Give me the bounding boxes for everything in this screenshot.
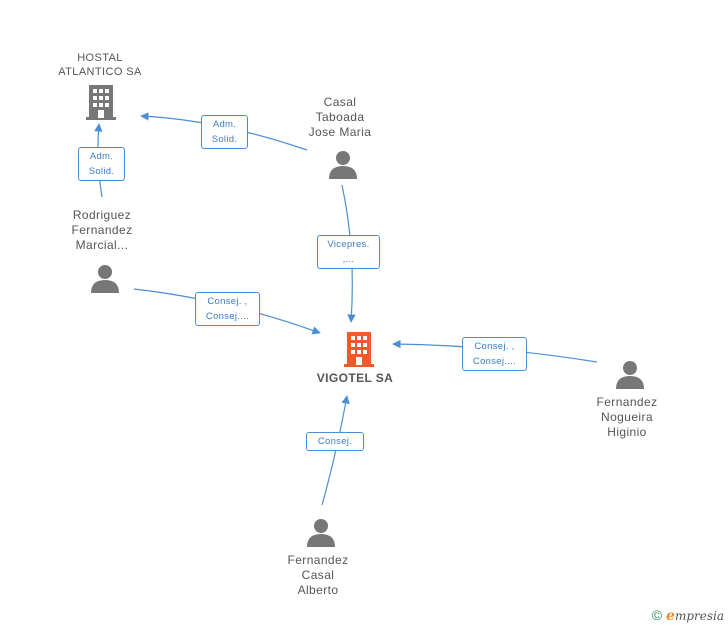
building-icon[interactable] <box>86 85 116 120</box>
edge-label-alberto-vigotel[interactable]: Consej. <box>306 432 364 451</box>
edge-label-nogueira-vigotel[interactable]: Consej. , Consej.... <box>462 337 527 371</box>
brand-logo: empresia <box>666 608 724 624</box>
node-label-vigotel[interactable]: VIGOTEL SA <box>316 371 394 385</box>
edge-label-casal-hostal[interactable]: Adm. Solid. <box>201 115 248 149</box>
person-icon-casal[interactable] <box>329 151 357 179</box>
edge-alberto-vigotel <box>321 395 350 506</box>
person-icon-rodriguez[interactable] <box>91 265 119 293</box>
node-label-hostal[interactable]: HOSTAL ATLANTICO SA <box>58 52 142 78</box>
node-label-alberto[interactable]: Fernandez Casal Alberto <box>287 553 349 597</box>
node-label-casal[interactable]: Casal Taboada Jose Maria <box>308 95 372 139</box>
edge-label-rodriguez-vigotel[interactable]: Consej. , Consej.... <box>195 292 260 326</box>
edge-label-rodriguez-hostal[interactable]: Adm. Solid. <box>78 147 125 181</box>
node-label-rodriguez[interactable]: Rodriguez Fernandez Marcial... <box>71 208 133 252</box>
person-icon-nogueira[interactable] <box>616 361 644 389</box>
main-building-icon[interactable] <box>344 332 374 367</box>
node-label-nogueira[interactable]: Fernandez Nogueira Higinio <box>596 395 658 439</box>
footer-brand: ©empresia <box>652 607 724 624</box>
person-icon-alberto[interactable] <box>307 519 335 547</box>
copyright-symbol: © <box>651 607 663 623</box>
edge-label-casal-vigotel[interactable]: Vicepres. ,... <box>317 235 380 269</box>
brand-name: mpresia <box>674 609 724 623</box>
brand-initial: e <box>666 608 675 624</box>
